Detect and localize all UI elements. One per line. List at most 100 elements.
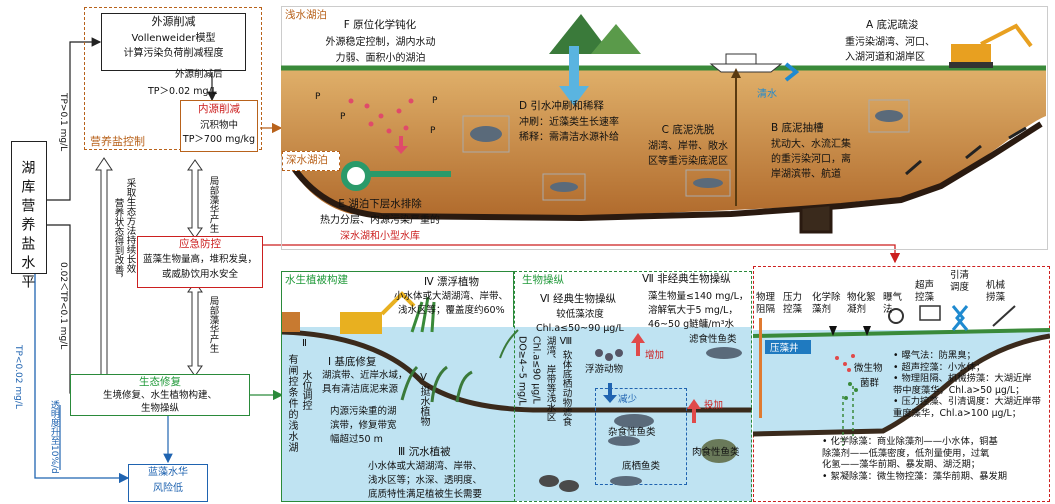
ecostate-note-1: 营养状态得到改善， [112,198,124,284]
emergency-body-1: 蓝藻生物量高，堆积发臭， [142,254,257,265]
C-body-1: 湖湾、岸带、敞水 [648,141,728,152]
shallow-lake-label: 浅水湖泊 [285,9,327,21]
emergency-notes-wide: • 化学除藻：商业除藻剂——小水体，铜基 除藻剂——低藻密度，低剂量使用，过氧 … [822,436,1007,482]
I-body-3: 内源污染重的湖 [330,406,397,417]
benthic-dashed-box [595,388,687,485]
note-7: 除藻剂——低藻密度，低剂量使用，过氧 [822,447,990,459]
deep-lake-label-box [282,151,340,171]
note-5: 重度藻华，Chl.a>100 μg/L； [893,408,1022,420]
A-body-2: 入湖河道和湖岸区 [845,52,925,63]
transparency-label: 透明度升至10%/d [48,400,59,474]
internal-reduction-title: 内源削减 [198,103,240,115]
II-title: Ⅱ [302,338,307,349]
decrease-label: 减少 [618,394,638,405]
VII-body-3: 46~50 g鲢鳙/m³水 [648,319,734,330]
note-1: • 超声控藻：小水体； [893,361,986,373]
F-body-1: 外源稳定控制，湖内水动 [325,37,436,48]
internal-reduction-body-2: TP＞700 mg/kg [182,134,256,145]
vegetation-illustration [282,291,752,501]
microbe-label-1: 微生物 [854,363,883,374]
em-label-diversion: 引清调度 [950,270,970,293]
IV-body-2: 浅水区等；覆盖度约60% [398,305,505,316]
omni-fish-label: 杂食性鱼类 [608,427,656,438]
A-title: A 底泥疏浚 [866,19,919,31]
em-label-aeration: 曝气法 [883,292,903,315]
internal-reduction-box [180,100,258,152]
I-body-1: 湖滨带、近岸水域， [322,370,408,381]
B-title: B 底泥抽槽 [771,122,824,134]
emergency-title: 应急防控 [179,238,221,250]
sluice-lake-label: 有闸控条件的浅水湖 [286,354,297,453]
D-title: D 引水冲刷和稀释 [519,100,604,112]
emergency-body-2: 或威胁饮用水安全 [161,269,238,280]
VI-title: Ⅵ 经典生物操纵 [540,293,617,305]
E-title: E 湖泊下层水排除 [338,198,422,210]
P-marker-3: P [432,96,438,106]
C-title: C 底泥洗脱 [661,124,715,136]
deep-lake-label: 深水湖泊 [286,154,328,166]
B-body-2: 的重污染河口，离 [771,154,851,165]
increase-label: 增加 [645,350,665,361]
nutrient-control-label: 营养盐控制 [90,135,145,148]
note-8: 化氢——藻华前期、暴发期、湖泛期； [822,459,981,471]
C-body-2: 区等重污染底泥区 [648,156,728,167]
III-body-3: 底质特性满足植被生长需要 [368,489,483,500]
emergency-illustration [753,305,1050,446]
em-label-physical: 物理阻隔 [756,292,776,315]
filter-fish-label: 滤食性鱼类 [689,334,737,345]
F-title: F 原位化学钝化 [343,19,417,31]
em-label-flocculant: 物化絮凝剂 [847,292,876,315]
VII-body-1: 藻生物量≤140 mg/L， [648,291,749,302]
add-label: 投加 [704,400,724,411]
tp-threshold-label: TP＞0.02 mg/L [148,86,217,97]
biomanipulation-fish [539,333,742,492]
note-6: • 化学除藻：商业除藻剂——小水体，铜基 [822,436,998,447]
D-body-1: 冲刷：近藻类生长速率 [519,117,619,128]
external-reduction-title: 外源削减 [151,15,196,28]
pressure-well-label: 压藻井 [770,343,799,354]
I-body-4: 滨带，修复带宽 [330,420,397,431]
external-reduction-body-2: 计算污染负荷削减程度 [123,48,224,59]
note-4: • 压力控藻、引清调度：大湖近岸带 [893,396,1041,408]
eco-restoration-body-1: 生境修复、水生植物构建、 [102,390,217,401]
main-title-box [11,141,47,274]
threshold-high: TP>0.1 mg/L [57,93,68,152]
D-body-2: 稀释：需清洁水源补给 [519,132,619,143]
bloom-risk-line-2: 风险低 [153,483,183,494]
biomanipulation-title: 生物操纵 [522,274,564,286]
E-body-1: 热力分层、内源污染严重的 [320,215,440,226]
bloom-risk-box [128,464,208,502]
em-label-chemical: 化学除藻剂 [812,292,841,315]
main-title: 湖库营养盐水平 [19,160,36,293]
em-label-mechanical: 机械捞藻 [986,280,1006,303]
VII-body-2: 溶解氧大于5 mg/L， [648,305,738,316]
local-bloom-note-1: 局部藻华产生 [207,176,219,233]
em-label-ultrasonic: 超声控藻 [915,280,935,303]
carni-fish-label: 肉食性鱼类 [692,447,740,458]
benthic-fish-label: 底栖鱼类 [622,461,661,472]
note-3: 带中度藻华，Chl.a>50 μg/L； [893,384,1025,396]
area-condition: 湖湾、岸带等浅水区 [544,336,556,422]
IV-body-1: 小水体或大湖湖湾、岸带、 [394,291,509,302]
eco-restoration-body-2: 生物操纵 [140,403,179,414]
zooplankton-label: 浮游动物 [585,364,624,375]
bloom-risk-line-1: 蓝藻水华 [148,467,188,478]
note-0: • 曝气法：防黑臭； [893,350,976,361]
B-body-1: 扰动大、水流汇集 [771,139,851,150]
III-title: Ⅲ 沉水植被 [398,446,451,458]
em-label-pressure: 压力控藻 [783,292,803,315]
threshold-mid: 0.02＜TP<0.1 mg/L [57,262,68,350]
V-title: Ⅴ 挺水植物 [418,372,429,427]
external-reduction-box [101,13,246,71]
note-2: • 物理阻隔、机械捞藻：大湖近岸 [893,373,1032,385]
eco-restoration-box [70,374,250,416]
P-marker-4: P [430,126,436,136]
P-marker-2: P [340,112,346,122]
ecostate-note-2: 采取生态方法持续长效 [124,178,136,273]
threshold-low: TP<0.02 mg/L [12,345,23,409]
nutrient-control-box [84,7,262,150]
microbe-label-2: 菌群 [860,378,880,389]
IV-title: Ⅳ 漂浮植物 [424,276,480,288]
biomanipulation-panel [514,271,752,502]
